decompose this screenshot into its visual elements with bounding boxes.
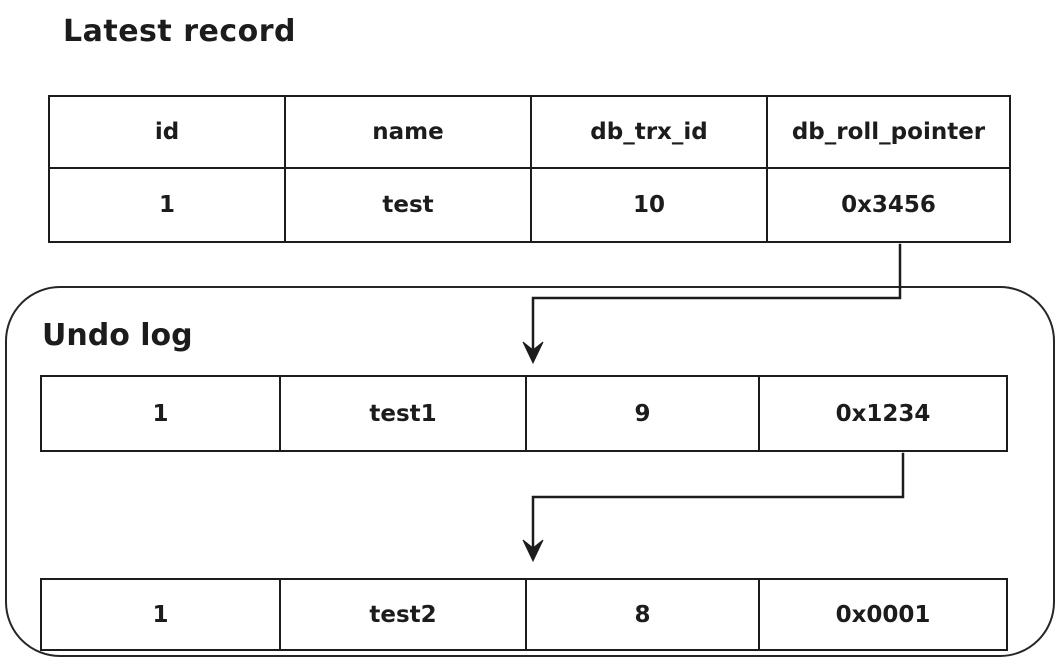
header-cell-db-roll-pointer: db_roll_pointer [768, 97, 1009, 169]
header-cell-id: id [50, 97, 286, 169]
undo-row-2-cell-name: test2 [281, 580, 527, 649]
latest-row-cell-name: test [286, 169, 532, 241]
undo-row-1-cell-name: test1 [281, 377, 527, 450]
undo-row-2-cell-id: 1 [42, 580, 281, 649]
latest-record-title: Latest record [63, 14, 296, 49]
undo-row-2-cell-db-trx-id: 8 [527, 580, 761, 649]
undo-row-1: 1 test1 9 0x1234 [40, 375, 1008, 452]
header-cell-name: name [286, 97, 532, 169]
latest-row-cell-id: 1 [50, 169, 286, 241]
undo-row-1-cell-id: 1 [42, 377, 281, 450]
undo-log-label: Undo log [42, 318, 193, 353]
latest-record-table: id name db_trx_id db_roll_pointer 1 test… [48, 95, 1011, 243]
undo-row-2-cell-db-roll-pointer: 0x0001 [835, 601, 931, 628]
undo-log-container [5, 286, 1055, 657]
undo-row-2: 1 test2 8 0x0001 [40, 578, 1008, 651]
latest-row-cell-db-trx-id: 10 [532, 169, 768, 241]
latest-row-cell-db-roll-pointer: 0x3456 [841, 192, 936, 218]
undo-row-1-cell-db-trx-id: 9 [527, 377, 761, 450]
header-cell-db-trx-id: db_trx_id [531, 97, 768, 169]
undo-row-1-cell-db-roll-pointer: 0x1234 [835, 400, 931, 427]
